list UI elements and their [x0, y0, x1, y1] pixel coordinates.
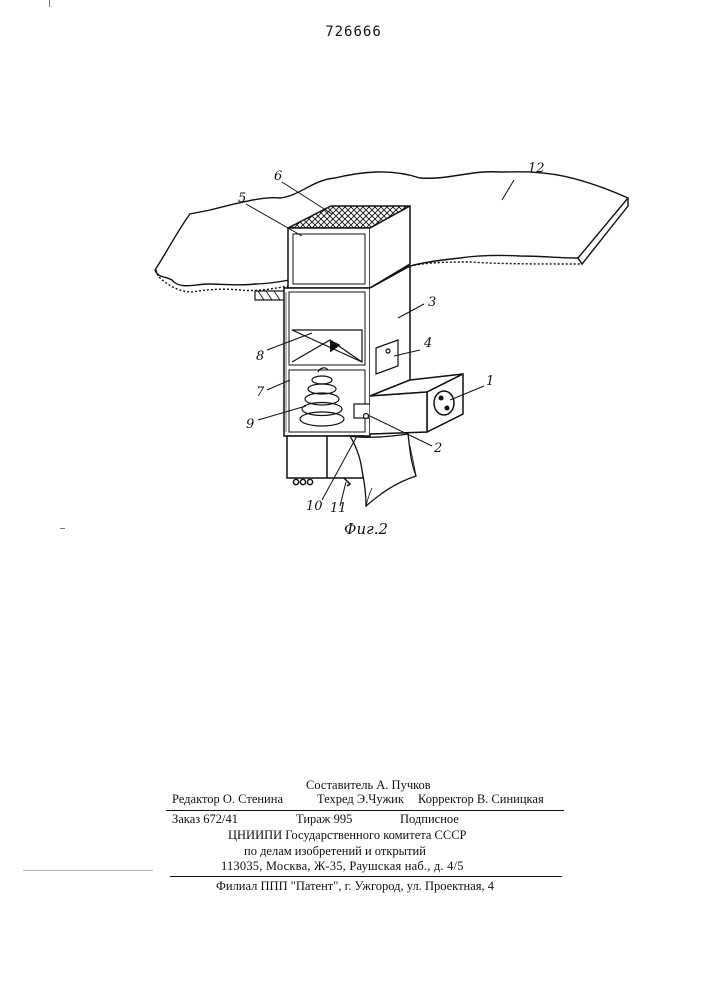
scan-mark: [23, 870, 153, 871]
order: Заказ 672/41: [172, 812, 238, 827]
editor: Редактор О. Стенина: [172, 792, 283, 807]
label-10: 10: [306, 499, 323, 514]
org-line-1: ЦНИИПИ Государственного комитета СССР: [228, 828, 467, 843]
label-3: 3: [428, 295, 436, 310]
org-line-2: по делам изобретений и открытий: [244, 844, 426, 859]
lower-section-10: [287, 436, 363, 486]
circulation: Тираж 995: [296, 812, 352, 827]
label-7: 7: [256, 385, 265, 400]
compiler-line: Составитель А. Пучков: [306, 778, 431, 793]
branch-line: Филиал ППП "Патент", г. Ужгород, ул. Про…: [216, 879, 494, 894]
sensor-2: [354, 404, 370, 419]
mounting-bracket: [255, 291, 285, 300]
label-2: 2: [433, 441, 442, 456]
label-11: 11: [330, 501, 347, 516]
org-address: 113035, Москва, Ж-35, Раушская наб., д. …: [221, 859, 464, 874]
scan-mark: [60, 528, 65, 529]
label-8: 8: [256, 349, 264, 364]
label-1: 1: [486, 374, 494, 389]
scan-mark: [49, 0, 50, 7]
label-12: 12: [528, 161, 545, 176]
rule-bottom: [170, 876, 562, 877]
figure-caption: Фиг.2: [344, 520, 388, 538]
technical-drawing-fig-2: 6 5 12 3 4 8 7 9 1 2 10 11 Фиг.2: [0, 0, 707, 560]
techred: Техред Э.Чужик: [317, 792, 404, 807]
rule-top: [166, 810, 564, 811]
corrector: Корректор В. Синицкая: [418, 792, 544, 807]
label-6: 6: [274, 169, 282, 184]
label-5: 5: [238, 191, 246, 206]
label-9: 9: [246, 417, 254, 432]
subscription: Подписное: [400, 812, 459, 827]
label-4: 4: [423, 336, 432, 351]
